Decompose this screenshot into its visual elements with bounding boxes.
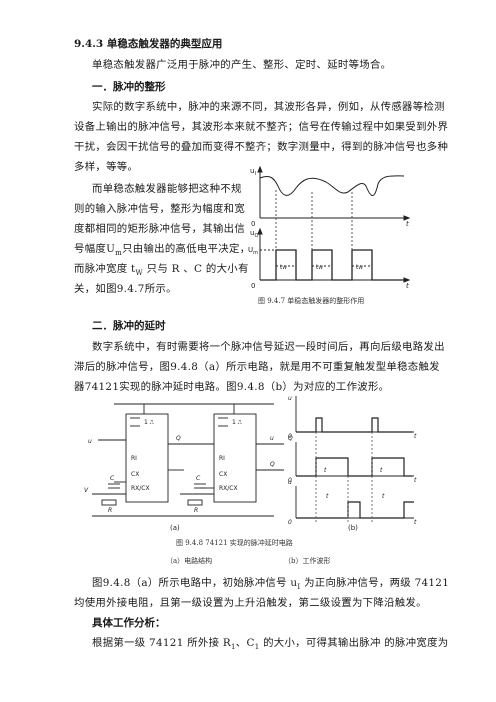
svg-text:1 ⎍: 1 ⎍	[232, 419, 243, 426]
svg-text:t: t	[406, 282, 409, 290]
shaping-line-2: 设备上输出的脉冲信号，其波形本来就不整齐；信号在传输过程中如果受到外界	[74, 121, 449, 133]
svg-text:Q: Q	[288, 435, 293, 442]
shaping-line-4: 多样，等等。	[74, 161, 139, 173]
svg-text:u: u	[288, 395, 292, 402]
heading-work: 具体工作分析：	[92, 617, 166, 629]
svg-text:CX: CX	[131, 471, 139, 478]
delay-line-3: 器74121实现的脉冲延时电路。图9.4.8（b）为对应的工作波形。	[74, 381, 390, 393]
svg-text:0: 0	[288, 519, 292, 526]
side-line-2: 则的输入脉冲信号，整形为幅度和宽	[74, 203, 246, 215]
svg-text:u: u	[88, 438, 92, 445]
section-title: 9.4.3 单稳态触发器的典型应用	[74, 36, 222, 51]
heading-delay: 二．脉冲的延时	[92, 320, 166, 332]
svg-text:t: t	[324, 467, 327, 474]
svg-text:u: u	[270, 435, 274, 442]
label-a: (a)	[170, 524, 180, 532]
svg-text:V: V	[84, 487, 89, 494]
svg-text:CX: CX	[219, 471, 227, 478]
svg-text:tW: tW	[316, 264, 323, 271]
svg-text:RI: RI	[219, 455, 225, 462]
side-line-5: 而脉冲宽度 tW 只与 R 、C 的大小有	[74, 263, 249, 278]
shaping-line-3: 干扰，会因干扰信号的叠加而变得不整齐；数字测量中，得到的脉冲信号也多种	[74, 141, 449, 153]
shaping-line-1: 实际的数字系统中，脉冲的来源不同，其波形各异，例如，从传感器等检测	[92, 101, 445, 113]
svg-text:tW: tW	[280, 264, 287, 271]
svg-text:0: 0	[288, 433, 292, 440]
delay-line-2: 滞后的脉冲信号，图9.4.8（a）所示电路，就是用不可重复触发型单稳态触发	[74, 361, 440, 373]
svg-text:uO: uO	[250, 229, 258, 239]
side-line-1: 而单稳态触发器能够把这种不规	[92, 183, 242, 195]
svg-text:u: u	[288, 479, 292, 486]
label-b: (b)	[348, 524, 358, 532]
svg-text:Q: Q	[176, 435, 181, 442]
svg-text:uI: uI	[250, 167, 256, 177]
svg-text:Q: Q	[270, 461, 275, 468]
svg-text:R: R	[108, 507, 112, 514]
figure-9-4-8-caption: 图 9.4.8 74121 实现的脉冲延时电路	[176, 539, 293, 547]
section-title-text: 单稳态触发器的典型应用	[106, 38, 223, 50]
svg-text:0: 0	[251, 282, 255, 290]
svg-text:0: 0	[288, 477, 292, 484]
figure-9-4-7: uI 0 t uO Um 0 t tW tW tW	[248, 165, 411, 290]
svg-text:0: 0	[251, 220, 255, 228]
after-line-2: 均使用外接电阻，且第一级设置为上升沿触发，第二级设置为下降沿触发。	[74, 597, 427, 609]
subcaption-b: （b）工作波形	[284, 557, 331, 565]
svg-text:t: t	[406, 220, 409, 228]
svg-text:t: t	[414, 519, 417, 526]
svg-text:RX/CX: RX/CX	[131, 485, 150, 492]
intro-text: 单稳态触发器广泛用于脉冲的产生、整形、定时、延时等场合。	[92, 59, 392, 71]
delay-line-1: 数字系统中，有时需要将一个脉冲信号延迟一段时间后，再向后级电路发出	[92, 341, 445, 353]
svg-text:RX/CX: RX/CX	[219, 485, 238, 492]
svg-text:R: R	[194, 507, 198, 514]
svg-text:Um: Um	[248, 246, 258, 256]
svg-text:t: t	[380, 467, 383, 474]
subcaption-a: （a）电路结构	[166, 557, 213, 565]
svg-text:C: C	[110, 475, 115, 482]
figure-9-4-7-caption: 图 9.4.7 单稳态触发器的整形作用	[258, 297, 365, 305]
heading-shaping: 一．脉冲的整形	[92, 81, 166, 93]
side-line-3: 度都相同的矩形脉冲信号，其输出信	[74, 223, 246, 235]
after-line-1: 图9.4.8（a）所示电路中，初始脉冲信号 uI 为正向脉冲信号，两级 7412…	[92, 577, 450, 592]
figure-9-4-8a-circuit: RI CX RX/CX RI CX RX/CX u Q u Q V R R C C 1 ⎍ 1…	[84, 403, 284, 532]
svg-text:RI: RI	[131, 455, 137, 462]
side-line-6: 关，如图9.4.7所示。	[74, 283, 177, 295]
svg-text:tW: tW	[356, 264, 363, 271]
svg-text:t: t	[382, 493, 385, 500]
svg-text:1 ⎍: 1 ⎍	[144, 419, 155, 426]
svg-text:t: t	[414, 433, 417, 440]
section-number: 9.4.3	[74, 38, 104, 50]
svg-text:C: C	[196, 475, 201, 482]
side-line-4: 号幅度Um只由输出的高低电平决定，	[74, 243, 251, 258]
work-line: 根据第一级 74121 所外接 R1、C1 的大小，可得其输出脉冲 的脉冲宽度为	[92, 637, 449, 652]
svg-text:t: t	[326, 493, 329, 500]
svg-text:t: t	[414, 477, 417, 484]
